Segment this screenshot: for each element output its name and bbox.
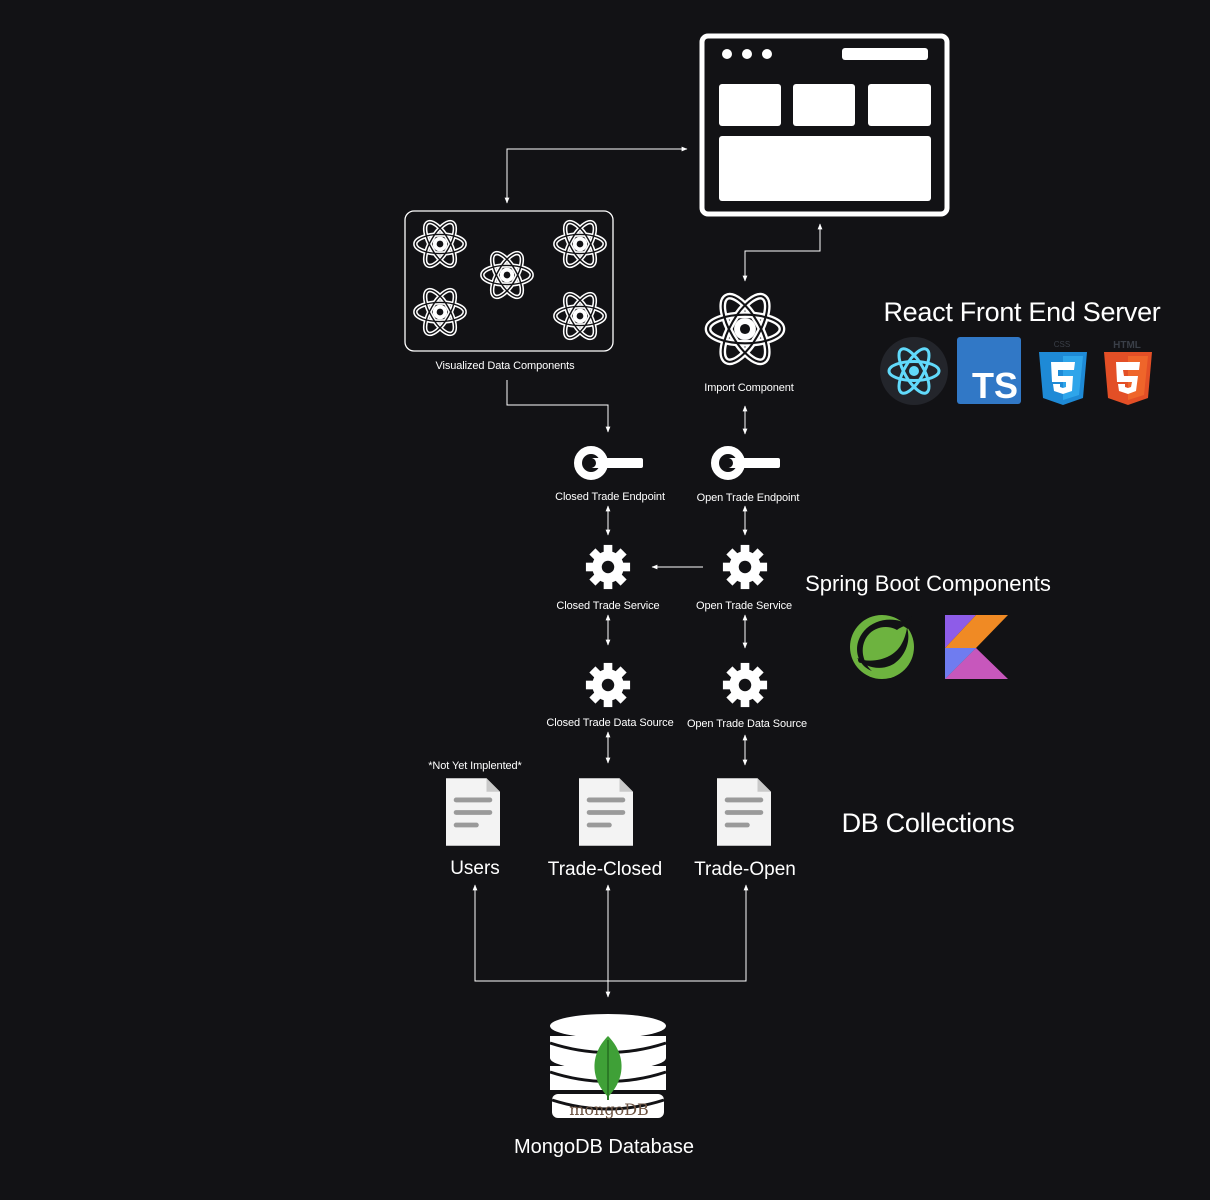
react-atom-icon <box>555 218 604 270</box>
closed-trade-endpoint: Closed Trade Endpoint <box>555 450 665 503</box>
closed-trade-service: Closed Trade Service <box>556 544 660 612</box>
document-icon <box>579 778 633 846</box>
open-trade-service-label: Open Trade Service <box>696 600 792 612</box>
open-trade-endpoint-label: Open Trade Endpoint <box>697 492 800 504</box>
open-trade-endpoint: Open Trade Endpoint <box>697 450 800 504</box>
closed-trade-service-label: Closed Trade Service <box>556 600 659 612</box>
svg-text:HTML: HTML <box>1113 340 1141 351</box>
closed-trade-data-source: Closed Trade Data Source <box>546 662 674 729</box>
typescript-logo-icon: TS <box>957 337 1021 406</box>
trade-open-collection: Trade-Open <box>694 778 796 880</box>
mongodb-leaf-icon <box>594 1036 622 1100</box>
open-trade-service: Open Trade Service <box>696 544 792 612</box>
gear-icon <box>722 544 768 590</box>
endpoint-icon <box>715 450 780 476</box>
users-collection-label: Users <box>450 858 500 879</box>
open-trade-data-source-label: Open Trade Data Source <box>687 718 807 730</box>
closed-trade-endpoint-label: Closed Trade Endpoint <box>555 491 665 503</box>
gear-icon <box>585 662 631 708</box>
visualized-data-label: Visualized Data Components <box>435 360 575 372</box>
closed-trade-data-source-label: Closed Trade Data Source <box>546 717 673 729</box>
db-collections-heading: DB Collections <box>842 808 1015 838</box>
import-component-label: Import Component <box>704 382 794 394</box>
react-atom-icon <box>415 286 464 338</box>
svg-text:CSS: CSS <box>1054 340 1070 349</box>
users-collection: Users <box>446 778 500 879</box>
gear-icon <box>585 544 631 590</box>
react-atom-icon <box>482 249 531 301</box>
react-atom-icon <box>415 218 464 270</box>
mongodb-logo-text: mongoDB <box>569 1100 649 1119</box>
mongodb-database-label: MongoDB Database <box>514 1136 694 1158</box>
not-implemented-note: *Not Yet Implented* <box>428 760 522 772</box>
kotlin-logo-icon <box>945 615 1008 679</box>
html5-logo-icon: HTML <box>1104 340 1152 405</box>
connectors <box>472 146 823 998</box>
svg-text:TS: TS <box>972 365 1018 406</box>
trade-closed-collection: Trade-Closed <box>548 778 662 880</box>
react-atom-icon <box>555 290 604 342</box>
spring-boot-heading: Spring Boot Components <box>805 571 1051 596</box>
css3-logo-icon: CSS <box>1039 340 1087 405</box>
spring-logo-icon <box>850 615 914 679</box>
trade-open-collection-label: Trade-Open <box>694 859 796 880</box>
react-front-end-heading: React Front End Server <box>883 297 1160 327</box>
import-component: Import Component <box>704 290 794 394</box>
trade-closed-collection-label: Trade-Closed <box>548 859 662 880</box>
react-atom-icon <box>708 290 782 368</box>
mongodb-database: mongoDB MongoDB Database <box>514 1014 694 1158</box>
visualized-data-components: Visualized Data Components <box>404 210 614 372</box>
react-logo-icon <box>880 337 948 405</box>
document-icon <box>446 778 500 846</box>
browser-window-icon <box>699 33 950 217</box>
gear-icon <box>722 662 768 708</box>
document-icon <box>717 778 771 846</box>
endpoint-icon <box>578 450 643 476</box>
open-trade-data-source: Open Trade Data Source <box>687 662 807 730</box>
